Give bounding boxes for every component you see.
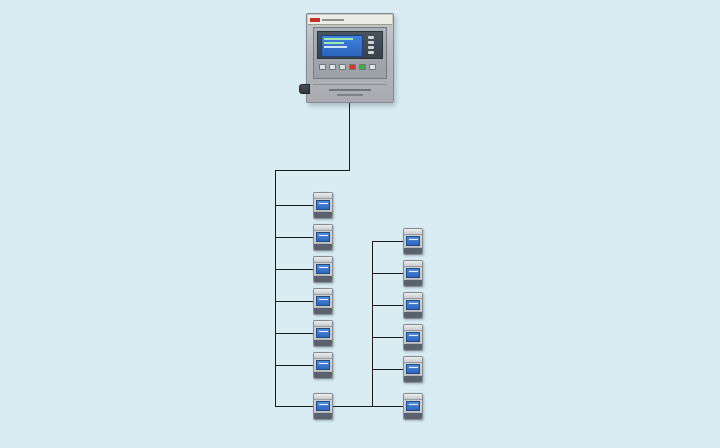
gas-detector	[403, 260, 423, 287]
detector-screen	[316, 296, 330, 306]
detector-terminal-block	[404, 344, 422, 350]
detector-screen	[406, 332, 420, 342]
detector-screen	[316, 328, 330, 338]
detector-terminal-block	[404, 280, 422, 286]
detector-screen	[406, 268, 420, 278]
detector-screen	[316, 232, 330, 242]
detector-cap	[404, 293, 422, 299]
detector-screen	[316, 401, 330, 411]
wire	[372, 369, 403, 370]
keypad-row	[314, 61, 386, 70]
wire	[372, 337, 403, 338]
wire	[349, 100, 350, 170]
detector-screen	[316, 360, 330, 370]
side-key-button	[368, 51, 374, 54]
detector-terminal-block	[314, 212, 332, 218]
detector-terminal-block	[404, 376, 422, 382]
wire	[275, 301, 313, 302]
controller-front-panel	[313, 27, 387, 79]
detector-screen	[406, 401, 420, 411]
detector-cap	[404, 325, 422, 331]
gas-detector	[313, 393, 333, 420]
detector-cap	[404, 357, 422, 363]
detector-cap	[314, 353, 332, 359]
controller-unit	[299, 13, 394, 103]
detector-terminal-block	[314, 372, 332, 378]
wire	[275, 333, 313, 334]
power-led	[359, 64, 366, 70]
controller-brand-strip	[308, 15, 392, 25]
detector-terminal-block	[404, 312, 422, 318]
gas-detector	[313, 192, 333, 219]
detector-cap	[314, 257, 332, 263]
model-label-smudge	[337, 94, 363, 96]
keypad-button	[319, 64, 326, 70]
gas-detector	[313, 320, 333, 347]
gas-detector	[403, 324, 423, 351]
brand-logo-icon	[310, 17, 320, 22]
detector-terminal-block	[404, 413, 422, 419]
brand-text-smudge	[322, 18, 344, 21]
gas-detector	[403, 356, 423, 383]
keypad-button	[329, 64, 336, 70]
controller-lower-panel	[313, 82, 387, 108]
wire	[372, 273, 403, 274]
detector-terminal-block	[404, 248, 422, 254]
controller-lcd-screen	[321, 35, 363, 57]
detector-terminal-block	[314, 340, 332, 346]
gas-detector	[403, 228, 423, 255]
lcd-text-line	[324, 46, 348, 48]
keypad-button	[369, 64, 376, 70]
gas-detector	[313, 288, 333, 315]
side-key-button	[368, 36, 374, 39]
wire	[372, 305, 403, 306]
detector-screen	[406, 236, 420, 246]
detector-cap	[314, 225, 332, 231]
lcd-text-line	[324, 42, 344, 44]
side-key-button	[368, 41, 374, 44]
detector-screen	[316, 264, 330, 274]
wire	[275, 406, 404, 407]
display-bezel	[317, 31, 383, 59]
detector-cap	[314, 321, 332, 327]
wire	[372, 241, 373, 407]
gas-detector	[313, 224, 333, 251]
buzzer-knob	[299, 84, 310, 94]
lcd-text-line	[324, 38, 353, 40]
detector-screen	[406, 300, 420, 310]
alarm-led	[349, 64, 356, 70]
detector-cap	[404, 229, 422, 235]
keypad-button	[339, 64, 346, 70]
detector-terminal-block	[314, 244, 332, 250]
model-label-smudge	[329, 89, 371, 91]
wire	[275, 170, 276, 407]
detector-cap	[404, 394, 422, 400]
wire	[275, 365, 313, 366]
detector-cap	[314, 289, 332, 295]
gas-detector	[313, 352, 333, 379]
wire	[275, 170, 350, 171]
detector-terminal-block	[314, 308, 332, 314]
detector-cap	[314, 394, 332, 400]
wire	[275, 205, 313, 206]
gas-detector	[403, 393, 423, 420]
detector-screen	[316, 200, 330, 210]
detector-terminal-block	[314, 413, 332, 419]
side-key-button	[368, 46, 374, 49]
wire	[275, 237, 313, 238]
wire	[275, 269, 313, 270]
panel-seam	[313, 84, 387, 85]
gas-detector	[403, 292, 423, 319]
detector-terminal-block	[314, 276, 332, 282]
detector-screen	[406, 364, 420, 374]
gas-detector	[313, 256, 333, 283]
side-key-group	[368, 32, 374, 58]
detector-cap	[314, 193, 332, 199]
wire	[372, 241, 403, 242]
detector-cap	[404, 261, 422, 267]
